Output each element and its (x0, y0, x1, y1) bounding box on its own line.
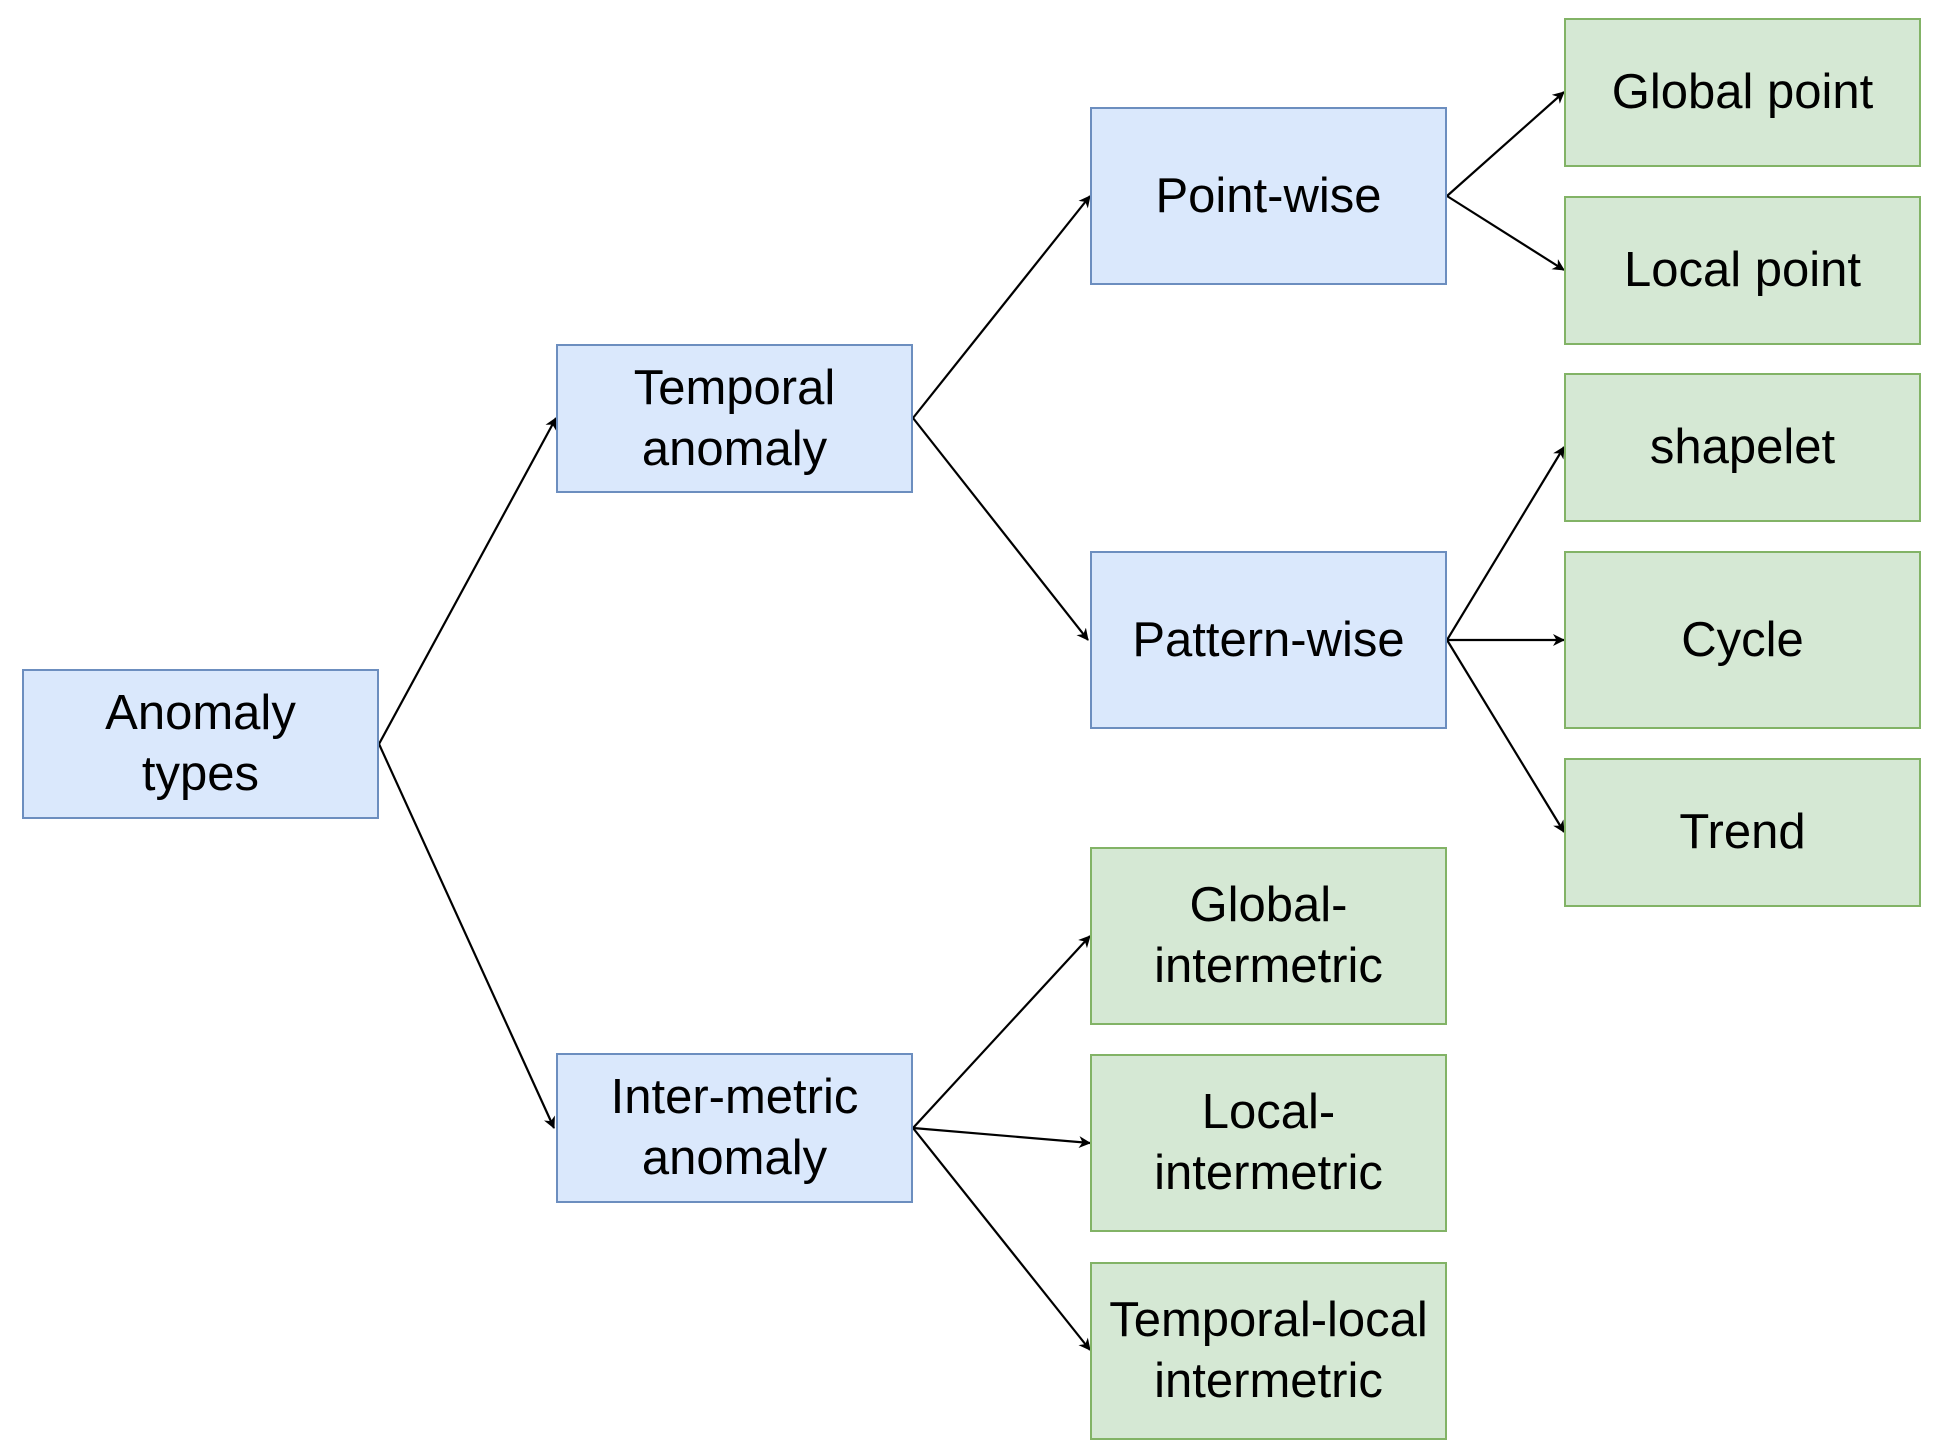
node-point-wise: Point-wise (1090, 107, 1447, 285)
edge-intermetric-to-local-intermetric (912, 1126, 1091, 1149)
edge-root-to-temporal (378, 417, 557, 745)
node-shapelet: shapelet (1564, 373, 1921, 522)
edge-pointwise-to-local-point (1446, 195, 1565, 271)
node-pattern-wise-label: Pattern-wise (1132, 612, 1405, 667)
node-inter-metric-anomaly: Inter-metric anomaly (556, 1053, 913, 1203)
node-trend: Trend (1564, 758, 1921, 907)
node-cycle-label: Cycle (1681, 612, 1804, 667)
node-shapelet-label: shapelet (1649, 420, 1836, 475)
node-cycle: Cycle (1564, 551, 1921, 729)
node-point-wise-label: Point-wise (1155, 168, 1382, 223)
edge-root-to-intermetric (377, 743, 556, 1129)
node-global-point: Global point (1564, 18, 1921, 167)
edge-intermetric-to-global-intermetric (912, 935, 1091, 1129)
node-anomaly-types-label: Anomaly types (105, 686, 296, 801)
node-temporal-local-intermetric: Temporal-local intermetric (1090, 1262, 1447, 1440)
node-global-intermetric-label: Global- intermetric (1154, 878, 1383, 993)
node-global-point-label: Global point (1611, 65, 1874, 120)
node-trend-label: Trend (1679, 805, 1806, 860)
node-pattern-wise: Pattern-wise (1090, 551, 1447, 729)
node-temporal-anomaly: Temporal anomaly (556, 344, 913, 493)
edge-intermetric-to-temporal-local-intermetric (912, 1127, 1091, 1351)
node-global-intermetric: Global- intermetric (1090, 847, 1447, 1025)
node-local-intermetric: Local- intermetric (1090, 1054, 1447, 1232)
node-local-point: Local point (1564, 196, 1921, 345)
node-temporal-anomaly-label: Temporal anomaly (633, 360, 836, 476)
edge-temporal-to-patternwise (912, 417, 1089, 641)
edge-pointwise-to-global-point (1446, 91, 1565, 197)
node-anomaly-types: Anomaly types (22, 669, 379, 819)
edge-patternwise-to-trend (1446, 639, 1565, 833)
edge-patternwise-to-shapelet (1446, 446, 1565, 641)
edge-temporal-to-pointwise (912, 195, 1091, 419)
node-local-intermetric-label: Local- intermetric (1154, 1085, 1383, 1200)
node-inter-metric-anomaly-label: Inter-metric anomaly (610, 1070, 859, 1185)
node-temporal-local-intermetric-label: Temporal-local intermetric (1109, 1293, 1428, 1408)
node-local-point-label: Local point (1623, 243, 1861, 298)
